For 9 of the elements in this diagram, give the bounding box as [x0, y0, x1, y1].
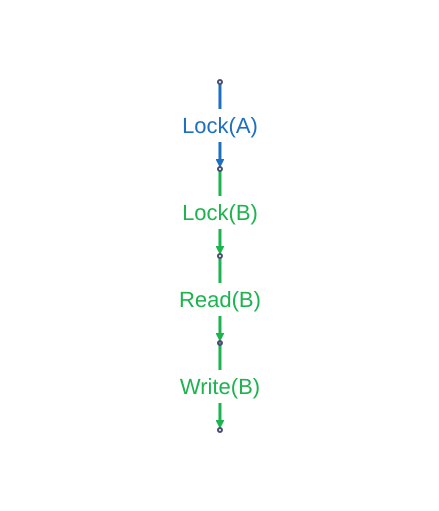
edge-label: Read(B) — [178, 286, 260, 312]
node-circle — [216, 426, 222, 432]
edge-label: Lock(B) — [182, 200, 258, 224]
edge-label: Write(B) — [179, 374, 260, 398]
node-circle — [216, 252, 222, 258]
node-circle — [216, 340, 222, 346]
node-circle — [216, 166, 222, 172]
node-circle — [216, 78, 222, 84]
edge-label: Lock(A) — [182, 112, 258, 138]
